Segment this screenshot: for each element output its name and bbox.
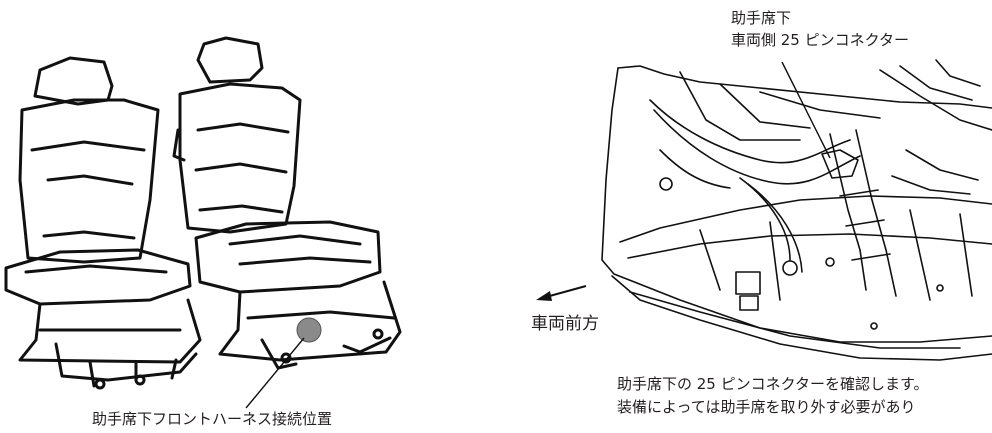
connector-leader-line <box>245 337 305 409</box>
passenger-seat <box>172 36 402 370</box>
connector-location-label: 助手席下フロントハーネス接続位置 <box>92 410 333 428</box>
note-line-1: 助手席下の 25 ピンコネクターを確認します。 <box>617 375 929 393</box>
note-line-2: 装備によっては助手席を取り外す必要があり <box>617 398 916 416</box>
driver-seat <box>4 56 202 390</box>
callout-line-2: 車両側 25 ピンコネクター <box>731 31 910 49</box>
callout-line-1: 助手席下 <box>731 9 792 27</box>
vehicle-front-label: 車両前方 <box>531 314 599 334</box>
forward-arrow <box>536 285 587 301</box>
callout-leader-line <box>781 61 831 159</box>
connector-marker <box>296 317 322 343</box>
